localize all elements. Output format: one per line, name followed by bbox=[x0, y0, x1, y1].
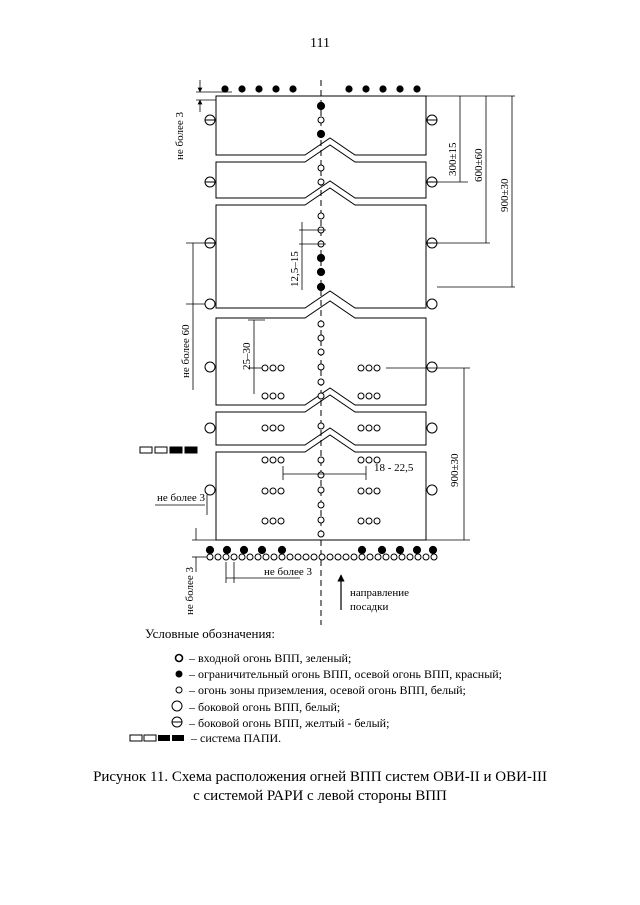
runway-section-2 bbox=[215, 144, 427, 199]
label-ne-bolee-3-top: не более 3 bbox=[174, 112, 186, 160]
legend-item: – огонь зоны приземления, осевой огонь В… bbox=[172, 683, 466, 699]
caption-line-1: Рисунок 11. Схема расположения огней ВПП… bbox=[93, 769, 547, 785]
runway-section-4 bbox=[215, 300, 427, 406]
side-yellow-light-icon bbox=[168, 715, 186, 733]
legend-item-text: – ограничительный огонь ВПП, осевой огон… bbox=[189, 667, 503, 681]
label-ne-bolee-60: не более 60 bbox=[180, 324, 192, 378]
side-lights-white bbox=[204, 298, 438, 496]
legend-item-text: – боковой огонь ВПП, белый; bbox=[189, 699, 341, 714]
label-ne-bolee-3-horizontal: не более 3 bbox=[264, 566, 312, 578]
side-light-icon bbox=[168, 699, 186, 717]
label-dim-900-top: 900±30 bbox=[499, 178, 511, 212]
label-dim-900-bottom: 900±30 bbox=[449, 453, 461, 487]
threshold-lights bbox=[205, 545, 438, 561]
legend-item: – боковой огонь ВПП, желтый - белый; bbox=[168, 715, 389, 733]
papi-icon bbox=[128, 732, 188, 747]
runway-section-5 bbox=[215, 394, 427, 446]
legend-title: Условные обозначения: bbox=[145, 626, 276, 641]
runway-section-1 bbox=[215, 95, 427, 156]
label-dim-12-5-15: 12,5–15 bbox=[289, 251, 301, 287]
label-ne-bolee-3-left: не более 3 bbox=[157, 492, 205, 504]
label-dim-18-22-5: 18 - 22,5 bbox=[374, 462, 414, 474]
label-dim-600: 600±60 bbox=[473, 148, 485, 182]
label-landing: посадки bbox=[350, 601, 389, 613]
label-ne-bolee-3-bottom: не более 3 bbox=[184, 567, 196, 615]
label-dim-25-30: 25–30 bbox=[241, 342, 253, 370]
figure-caption: Рисунок 11. Схема расположения огней ВПП… bbox=[0, 768, 640, 806]
legend-item: – входной огонь ВПП, зеленый; bbox=[172, 651, 351, 667]
runway-section-6 bbox=[215, 434, 427, 541]
legend-item-text: – входной огонь ВПП, зеленый; bbox=[189, 651, 352, 665]
legend-item: – ограничительный огонь ВПП, осевой огон… bbox=[172, 667, 502, 683]
legend-item: – система ПАПИ. bbox=[128, 731, 281, 747]
page-number: 111 bbox=[310, 36, 330, 51]
legend-item-text: – боковой огонь ВПП, желтый - белый; bbox=[189, 715, 390, 730]
papi-lights bbox=[139, 446, 198, 454]
runway-sections bbox=[215, 95, 427, 541]
label-direction: направление bbox=[350, 587, 409, 599]
end-lights-top bbox=[221, 85, 421, 93]
threshold-light-icon bbox=[172, 652, 186, 667]
dimension-lines bbox=[155, 80, 515, 583]
touchdown-light-icon bbox=[172, 684, 186, 699]
legend-item: – боковой огонь ВПП, белый; bbox=[168, 699, 340, 717]
legend-item-text: – огонь зоны приземления, осевой огонь В… bbox=[189, 683, 466, 697]
touchdown-zone-lights bbox=[261, 364, 381, 525]
centerline-lights bbox=[316, 101, 326, 538]
end-light-icon bbox=[172, 668, 186, 683]
side-lights-yellow-white bbox=[204, 114, 438, 249]
caption-line-2: с системой РАРИ с левой стороны ВПП bbox=[193, 788, 447, 804]
legend-item-text: – система ПАПИ. bbox=[191, 731, 282, 745]
label-dim-300: 300±15 bbox=[447, 142, 459, 176]
runway-section-3 bbox=[215, 187, 427, 309]
